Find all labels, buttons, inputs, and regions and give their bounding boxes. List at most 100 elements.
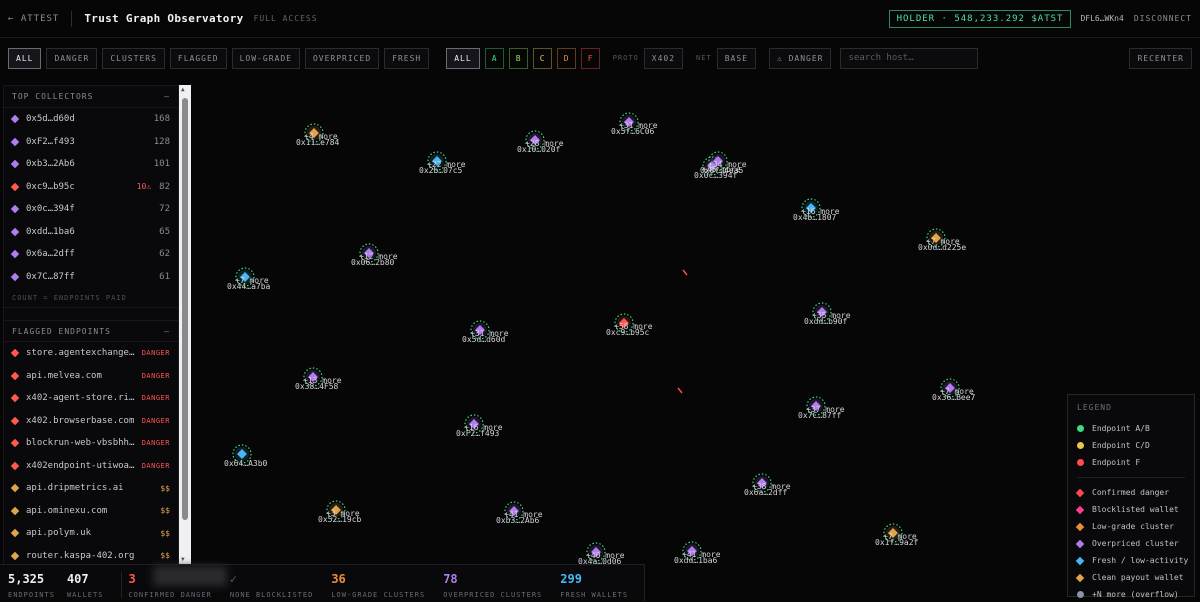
node-address: 0x5d…d60d: [462, 335, 506, 344]
flagged-endpoint-row[interactable]: store.agentexchange…DANGER: [4, 342, 178, 365]
graph-node[interactable]: [303, 367, 323, 387]
flag-diamond-icon: [10, 551, 20, 560]
collector-address: 0xF2…f493: [26, 136, 75, 147]
collapse-flagged-button[interactable]: –: [164, 326, 170, 336]
filter-chip-flagged[interactable]: FLAGGED: [169, 47, 227, 69]
node-overflow-count: +22 more: [427, 160, 466, 169]
side-panel-scroll-thumb[interactable]: [182, 98, 188, 520]
flagged-endpoint-host: x402.browserbase.com: [26, 415, 135, 426]
node-ring: [708, 151, 728, 171]
filter-chip-fresh[interactable]: FRESH: [384, 47, 430, 69]
trust-graph-svg[interactable]: [192, 72, 1200, 602]
net-select[interactable]: BASE: [716, 47, 756, 69]
graph-node[interactable]: [619, 112, 639, 132]
filter-chip-all[interactable]: ALL: [8, 47, 42, 69]
stat-overpriced-value: 78: [443, 572, 458, 586]
grade-chip-b[interactable]: B: [508, 47, 528, 69]
graph-node[interactable]: [806, 396, 826, 416]
graph-node[interactable]: [504, 501, 524, 521]
node-address: 0x2b…07c5: [419, 166, 463, 175]
grade-chip-a[interactable]: A: [484, 47, 504, 69]
node-address: 0xb3…2Ab6: [496, 516, 540, 525]
collapse-collectors-button[interactable]: –: [164, 92, 170, 101]
graph-node[interactable]: [883, 523, 903, 543]
graph-node[interactable]: [801, 198, 821, 218]
search-host-input[interactable]: [840, 47, 979, 69]
flagged-endpoint-row[interactable]: api.polym.uk$$: [4, 522, 178, 545]
node-diamond-icon: [469, 419, 479, 429]
collector-diamond-icon: [10, 115, 20, 124]
node-overflow-count: +7 more: [235, 276, 269, 285]
flagged-endpoint-row[interactable]: blockrun-web-vbsbhh7…DANGER: [4, 432, 178, 455]
node-label: 0x11…e784+4 more: [296, 132, 339, 147]
node-ring: [752, 473, 772, 493]
grade-chip-d[interactable]: D: [556, 47, 576, 69]
flag-diamond-icon: [10, 349, 20, 358]
filter-chip-danger[interactable]: DANGER: [46, 47, 98, 69]
graph-node[interactable]: [752, 473, 772, 493]
filter-chip-clusters[interactable]: CLUSTERS: [102, 47, 165, 69]
graph-node[interactable]: [708, 151, 728, 171]
node-diamond-icon: [713, 156, 723, 166]
flagged-endpoint-row[interactable]: router.kaspa-402.org$$: [4, 545, 178, 565]
flagged-endpoints-header[interactable]: FLAGGED ENDPOINTS –: [4, 320, 178, 342]
back-to-attest-link[interactable]: ← ATTEST: [8, 13, 60, 24]
collector-address: 0xdd…1ba6: [26, 226, 75, 237]
graph-node[interactable]: [812, 302, 832, 322]
grade-all-chip[interactable]: ALL: [446, 47, 480, 69]
graph-node[interactable]: [304, 123, 324, 143]
graph-node[interactable]: [235, 267, 255, 287]
graph-node[interactable]: [586, 542, 606, 562]
flagged-endpoint-row[interactable]: x402endpoint-utiwoa5…DANGER: [4, 455, 178, 478]
graph-node[interactable]: [525, 130, 545, 150]
disconnect-button[interactable]: DISCONNECT: [1133, 14, 1192, 23]
node-overflow-count: +31 more: [470, 329, 509, 338]
node-label: 0x7C…87ff+37 more: [798, 405, 845, 420]
proto-select[interactable]: X402: [643, 47, 684, 69]
graph-node[interactable]: [232, 444, 252, 464]
graph-node[interactable]: [326, 500, 346, 520]
graph-node[interactable]: [470, 320, 490, 340]
flagged-endpoint-host: api.polym.uk: [26, 528, 92, 539]
graph-node[interactable]: [427, 151, 447, 171]
node-diamond-icon: [931, 233, 941, 243]
node-ring: [359, 243, 379, 263]
recenter-button[interactable]: RECENTER: [1129, 47, 1192, 69]
flagged-endpoint-row[interactable]: api.dripmetrics.ai$$: [4, 477, 178, 500]
flag-diamond-icon: [10, 371, 20, 380]
top-collectors-header[interactable]: TOP COLLECTORS –: [4, 86, 178, 108]
graph-node[interactable]: [682, 541, 702, 561]
graph-node[interactable]: [359, 243, 379, 263]
filter-chip-overpriced[interactable]: OVERPRICED: [304, 47, 380, 69]
node-label: 0x44…a7ba+7 more: [227, 276, 270, 291]
danger-toggle[interactable]: ⚠ DANGER: [768, 47, 832, 69]
graph-node[interactable]: [940, 378, 960, 398]
graph-node[interactable]: [614, 313, 634, 333]
node-address: 0x5f…6C06: [611, 127, 655, 136]
grade-chip-c[interactable]: C: [532, 47, 552, 69]
grade-chip-f[interactable]: F: [580, 47, 600, 69]
graph-node[interactable]: [926, 228, 946, 248]
flagged-endpoint-row[interactable]: api.ominexu.com$$: [4, 500, 178, 523]
legend-label: Fresh / low-activity: [1092, 556, 1189, 565]
graph-node[interactable]: [464, 414, 484, 434]
scroll-up-arrow-icon[interactable]: ▲: [181, 86, 185, 93]
flagged-endpoint-row[interactable]: x402-agent-store.ril…DANGER: [4, 387, 178, 410]
holder-balance-badge: HOLDER · 548,233.292 $ATST: [888, 9, 1072, 28]
filter-chip-low-grade[interactable]: LOW-GRADE: [231, 47, 300, 69]
stat-wallets-value: 407: [66, 572, 89, 586]
node-diamond-icon: [591, 547, 601, 557]
scroll-down-arrow-icon[interactable]: ▼: [181, 556, 185, 563]
